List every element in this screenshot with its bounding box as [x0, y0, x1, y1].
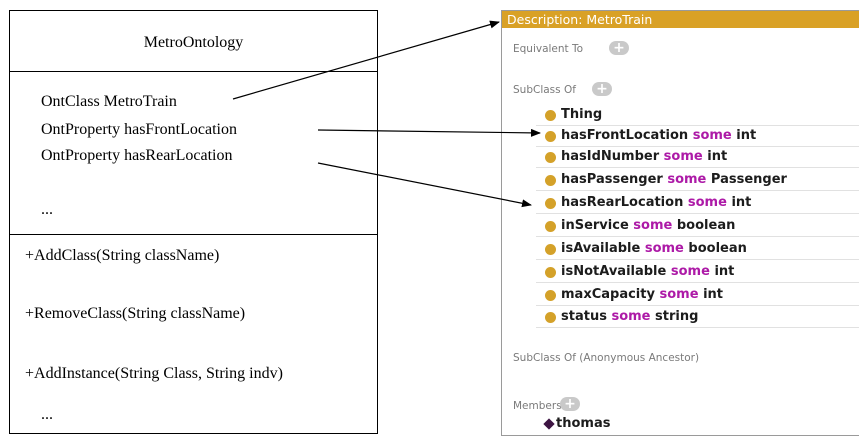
restriction-keyword: some [659, 287, 699, 302]
superclass-row[interactable]: hasIdNumber some int [536, 147, 859, 168]
superclass-property: maxCapacity [561, 287, 655, 302]
uml-attribute-hasrearlocation: OntProperty hasRearLocation [41, 147, 233, 164]
uml-method-addinstance: +AddInstance(String Class, String indv) [25, 365, 283, 382]
member-name: thomas [556, 416, 611, 431]
restriction-keyword: some [611, 309, 651, 324]
members-label: Members [513, 400, 562, 412]
anonymous-ancestor-label: SubClass Of (Anonymous Ancestor) [513, 352, 700, 364]
restriction-keyword: some [687, 195, 727, 210]
restriction-filler: int [736, 128, 757, 143]
add-superclass-button[interactable]: + [592, 82, 612, 96]
equivalent-to-label: Equivalent To [513, 43, 584, 55]
superclass-row[interactable]: hasRearLocation some int [536, 193, 859, 214]
uml-class-box: MetroOntology OntClass MetroTrain OntPro… [9, 10, 378, 434]
add-member-button[interactable]: + [560, 397, 580, 411]
superclass-property: hasIdNumber [561, 149, 660, 164]
restriction-filler: string [655, 309, 699, 324]
restriction-keyword: some [633, 218, 673, 233]
uml-method-addclass: +AddClass(String className) [25, 247, 220, 264]
class-icon [545, 312, 556, 323]
superclass-row[interactable]: Thing [536, 105, 859, 126]
superclass-row[interactable]: isNotAvailable some int [536, 262, 859, 283]
add-equivalent-button[interactable]: + [609, 41, 629, 55]
superclass-property: status [561, 309, 607, 324]
class-icon [545, 221, 556, 232]
restriction-keyword: some [663, 149, 703, 164]
subclass-of-label: SubClass Of [513, 84, 576, 96]
uml-attribute-hasfrontlocation: OntProperty hasFrontLocation [41, 121, 237, 138]
superclass-row[interactable]: inService some boolean [536, 216, 859, 237]
superclass-row[interactable]: hasPassenger some Passenger [536, 170, 859, 191]
restriction-filler: boolean [688, 241, 747, 256]
restriction-keyword: some [667, 172, 707, 187]
restriction-keyword: some [670, 264, 710, 279]
uml-methods-section: +AddClass(String className) +RemoveClass… [10, 235, 377, 433]
class-icon [545, 267, 556, 278]
uml-method-ellipsis: ... [41, 406, 53, 423]
superclass-property: isAvailable [561, 241, 641, 256]
superclass-property: hasFrontLocation [561, 128, 689, 143]
superclass-property: isNotAvailable [561, 264, 667, 279]
restriction-keyword: some [692, 128, 732, 143]
class-icon [545, 131, 556, 142]
restriction-keyword: some [644, 241, 684, 256]
superclass-row[interactable]: status some string [536, 307, 859, 328]
superclass-property: Thing [561, 107, 603, 122]
class-icon [545, 175, 556, 186]
panel-header: Description: MetroTrain [502, 11, 859, 28]
class-icon [545, 290, 556, 301]
class-icon [545, 244, 556, 255]
restriction-filler: int [731, 195, 752, 210]
superclass-property: hasRearLocation [561, 195, 684, 210]
uml-method-removeclass: +RemoveClass(String className) [25, 305, 246, 322]
superclass-property: inService [561, 218, 629, 233]
superclass-row[interactable]: isAvailable some boolean [536, 239, 859, 260]
restriction-filler: int [703, 287, 723, 302]
uml-attribute-ellipsis: ... [41, 201, 53, 218]
uml-class-name: MetroOntology [10, 11, 377, 72]
class-icon [545, 152, 556, 163]
restriction-filler: int [714, 264, 735, 279]
restriction-filler: int [707, 149, 728, 164]
uml-attributes-section: OntClass MetroTrain OntProperty hasFront… [10, 71, 377, 235]
restriction-filler: boolean [676, 218, 736, 233]
uml-attribute-metrotrain: OntClass MetroTrain [41, 93, 177, 110]
individual-icon [543, 418, 555, 430]
restriction-filler: Passenger [710, 172, 787, 187]
description-panel: Description: MetroTrain Equivalent To + … [501, 10, 859, 436]
superclass-property: hasPassenger [561, 172, 663, 187]
superclass-row[interactable]: hasFrontLocation some int [536, 126, 859, 147]
superclass-row[interactable]: maxCapacity some int [536, 285, 859, 306]
class-icon [545, 110, 556, 121]
class-icon [545, 198, 556, 209]
